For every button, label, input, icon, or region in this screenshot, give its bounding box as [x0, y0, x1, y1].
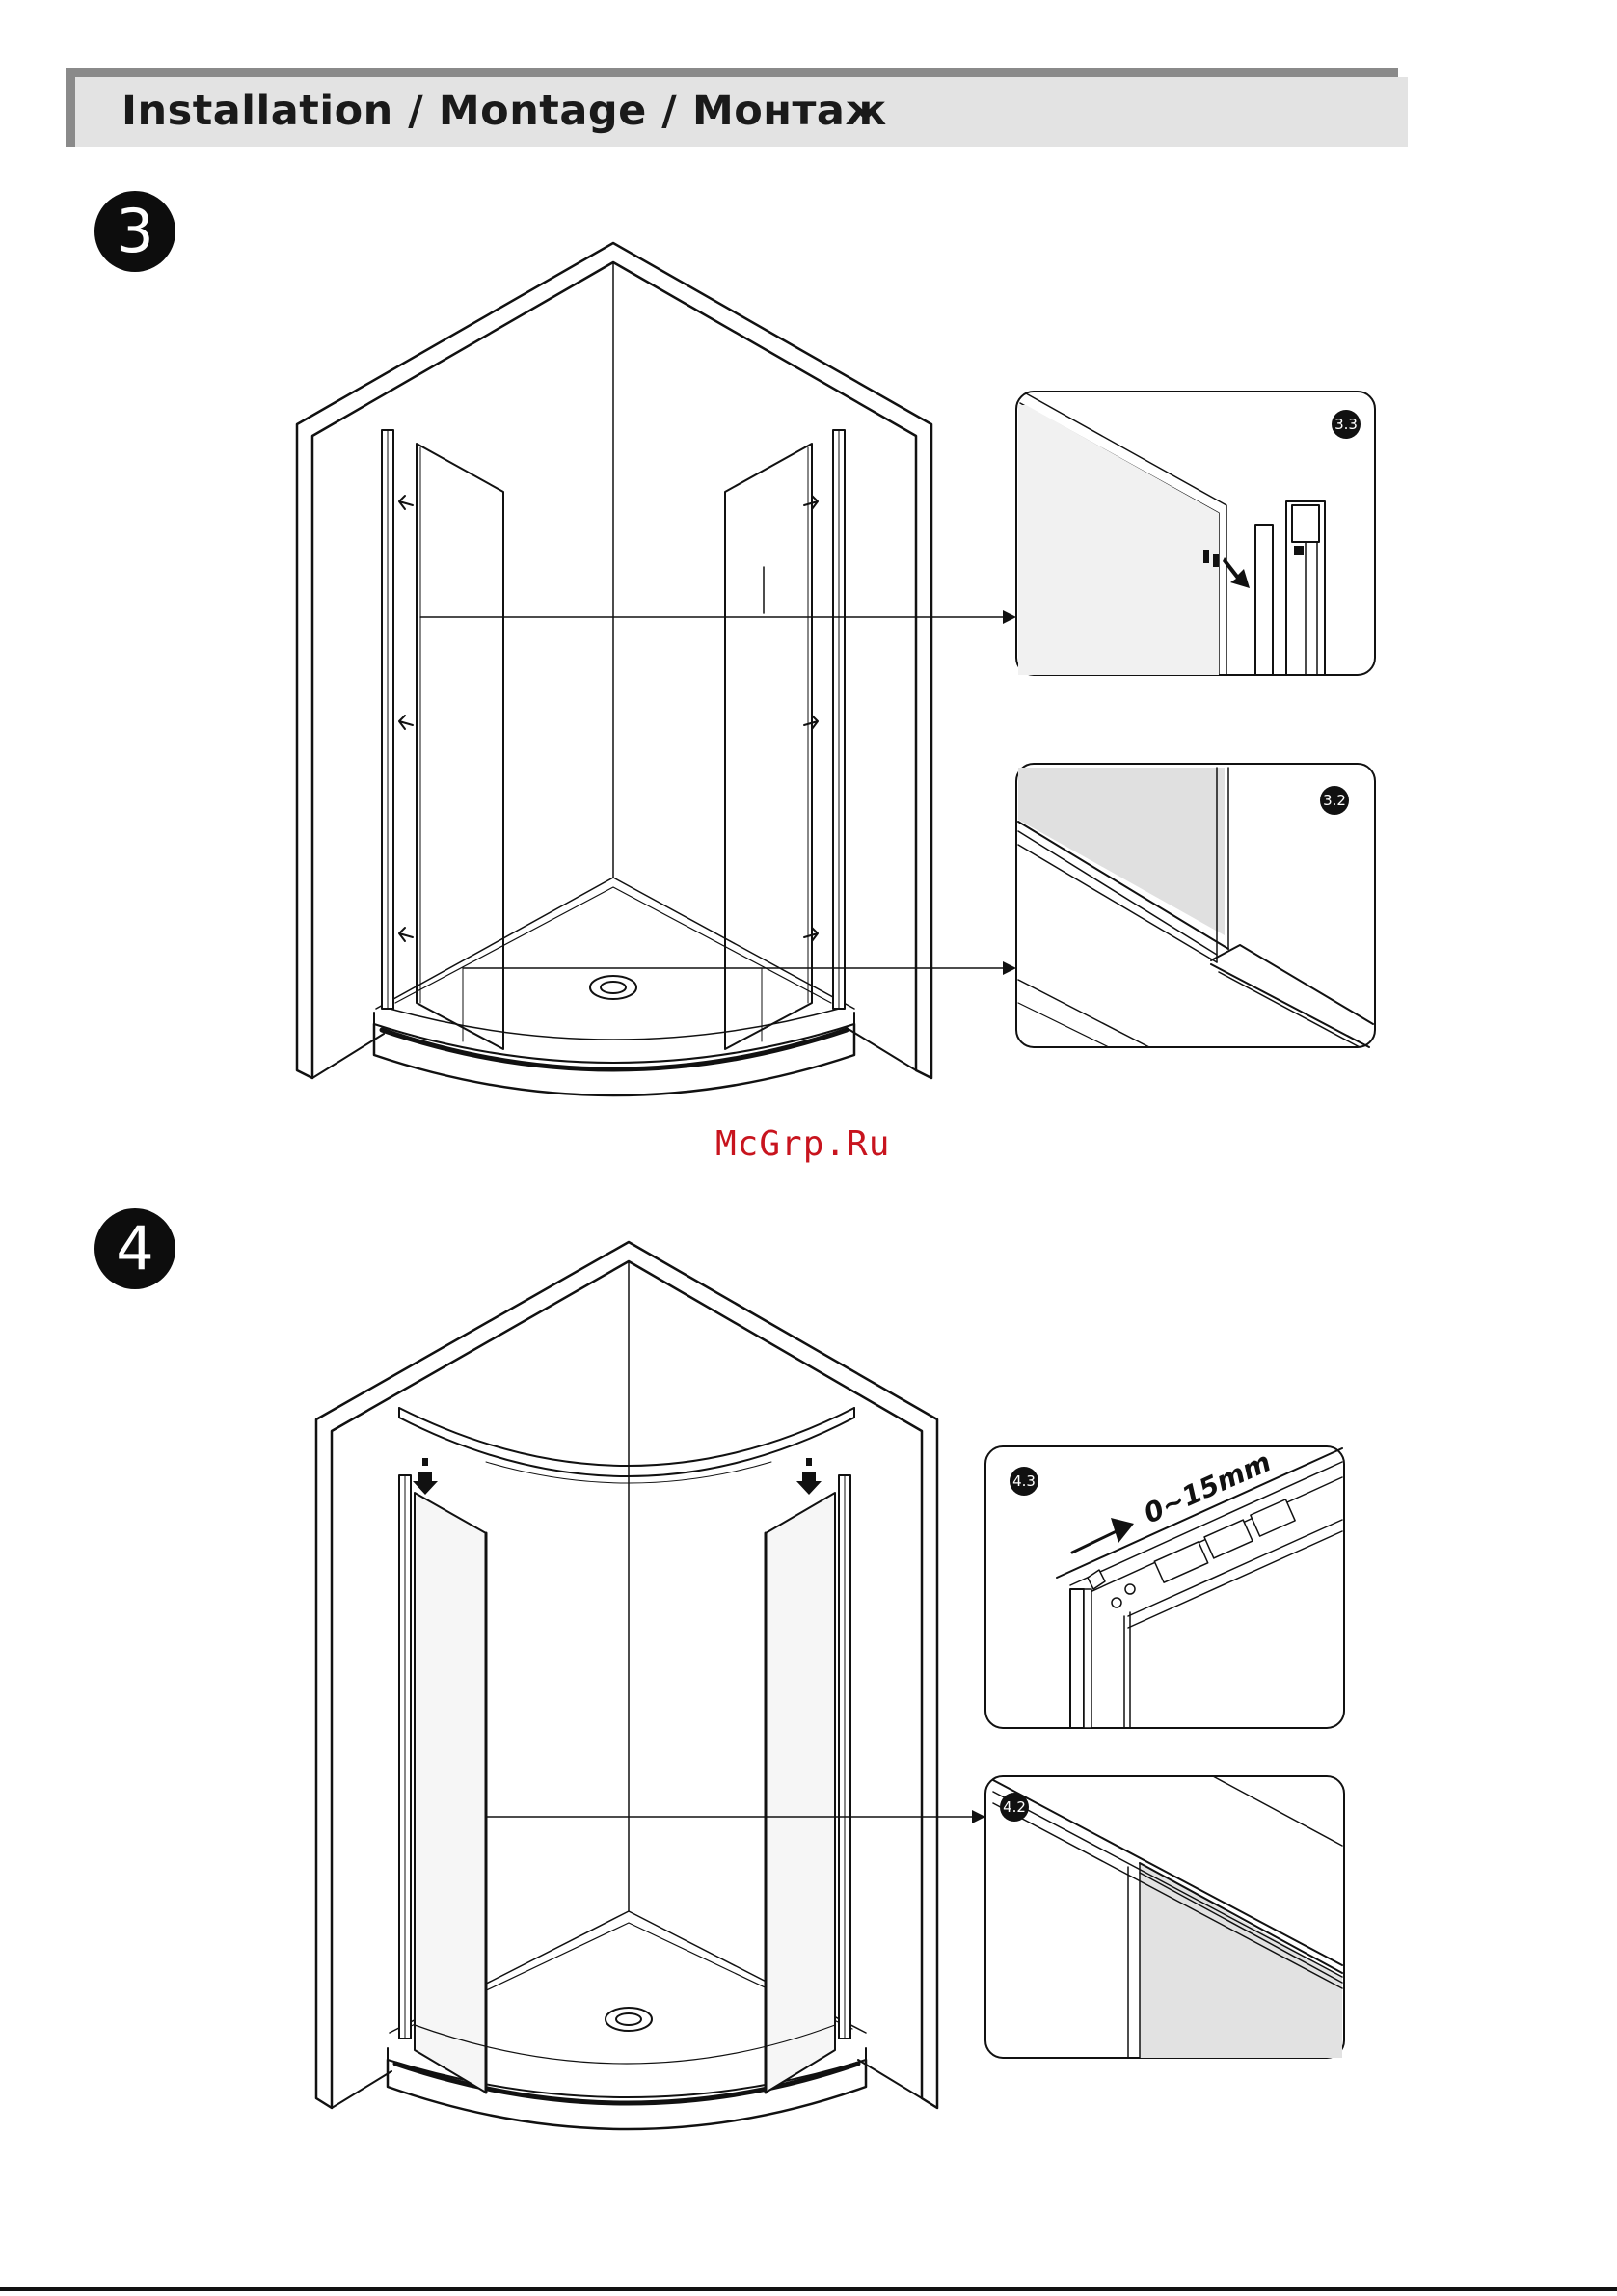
detail-3-2: 3.2	[1016, 764, 1375, 1047]
footer-rule	[0, 2287, 1617, 2291]
detail-4-2: 4.2	[985, 1776, 1344, 2058]
step-4-enclosure-drawing	[316, 1242, 985, 2129]
detail-4-2-label: 4.2	[1003, 1798, 1026, 1816]
step-3-enclosure-drawing	[297, 243, 1016, 1095]
detail-4-3-label: 4.3	[1012, 1472, 1036, 1490]
detail-3-3-label: 3.3	[1334, 416, 1358, 433]
detail-3-2-label: 3.2	[1323, 792, 1346, 809]
detail-4-3: 0~15mm 4.3	[985, 1445, 1344, 1728]
detail-3-3: 3.3	[1016, 392, 1375, 675]
